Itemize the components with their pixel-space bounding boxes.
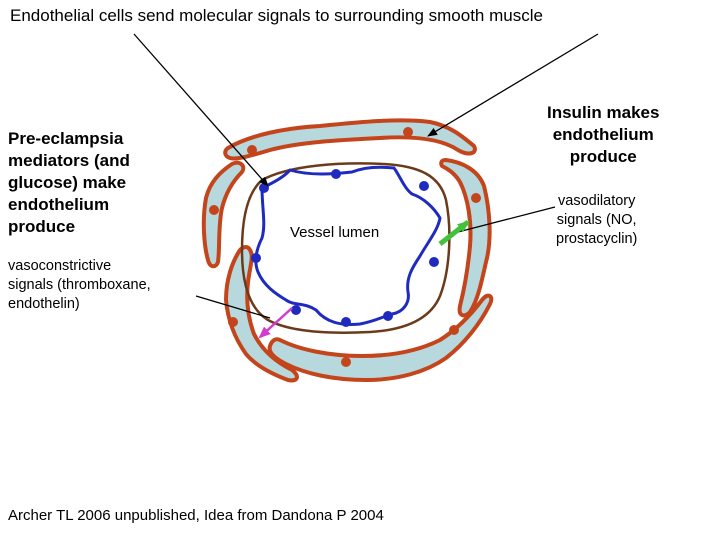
smooth-muscle-cell-top <box>223 118 477 161</box>
smooth-muscle-nucleus <box>228 317 238 327</box>
preeclampsia-caption-line: mediators (and <box>8 151 130 170</box>
endothelial-nucleus <box>383 311 393 321</box>
diagram-title: Endothelial cells send molecular signals… <box>10 6 543 25</box>
credit-line: Archer TL 2006 unpublished, Idea from Da… <box>8 507 384 524</box>
title-pointer-arrow-right <box>427 33 599 137</box>
vasoconstrictive-caption-line: vasoconstrictive <box>8 258 112 274</box>
vasoconstrictive-signal-arrow <box>258 307 293 339</box>
endothelium <box>254 165 442 326</box>
smooth-muscle-nucleus <box>449 325 459 335</box>
vasoconstrictive-caption: vasoconstrictive signals (thromboxane, e… <box>8 257 151 314</box>
insulin-caption-line: endothelium <box>552 125 654 144</box>
vasodilatory-caption-line: vasodilatory <box>558 193 636 209</box>
preeclampsia-caption-line: glucose) make <box>8 173 127 192</box>
preeclampsia-caption: Pre-eclampsia mediators (and glucose) ma… <box>8 128 130 238</box>
endothelial-nucleus <box>291 305 301 315</box>
insulin-caption-line: Insulin makes <box>547 103 660 122</box>
insulin-caption-line: produce <box>569 147 637 166</box>
vasoconstrictive-caption-line: signals (thromboxane, <box>8 277 151 293</box>
endothelial-nucleus <box>251 253 261 263</box>
vessel-lumen-label: Vessel lumen <box>290 224 380 241</box>
preeclampsia-caption-line: produce <box>8 217 76 236</box>
smooth-muscle-nucleus <box>247 145 257 155</box>
endothelial-nucleus <box>341 317 351 327</box>
preeclampsia-caption-line: endothelium <box>8 195 110 214</box>
title-pointer-arrow-left <box>133 33 269 187</box>
vasodilatory-pointer-line <box>457 206 556 233</box>
smooth-muscle-nucleus <box>471 193 481 203</box>
smooth-muscle-nucleus <box>403 127 413 137</box>
endothelial-nucleus <box>419 181 429 191</box>
vasoconstrictive-caption-line: endothelin) <box>8 296 80 312</box>
vasoconstrictive-pointer-line <box>195 295 271 319</box>
vasodilatory-caption-line: signals (NO, <box>556 212 637 228</box>
vasodilatory-signal-arrow <box>438 220 470 246</box>
endothelial-nucleus <box>429 257 439 267</box>
smooth-muscle-nucleus <box>341 357 351 367</box>
smooth-muscle-cell-left-outer <box>201 160 246 269</box>
vasodilatory-caption-line: prostacyclin) <box>556 231 638 247</box>
insulin-caption: Insulin makes endothelium produce <box>547 102 659 168</box>
vessel-wall <box>240 162 451 334</box>
vasodilatory-caption: vasodilatory signals (NO, prostacyclin) <box>556 192 637 249</box>
endothelial-nucleus <box>331 169 341 179</box>
smooth-muscle-nucleus <box>209 205 219 215</box>
smooth-muscle-nuclei <box>209 127 481 367</box>
smooth-muscle-cell-bottom <box>267 293 494 382</box>
preeclampsia-caption-line: Pre-eclampsia <box>8 129 124 148</box>
